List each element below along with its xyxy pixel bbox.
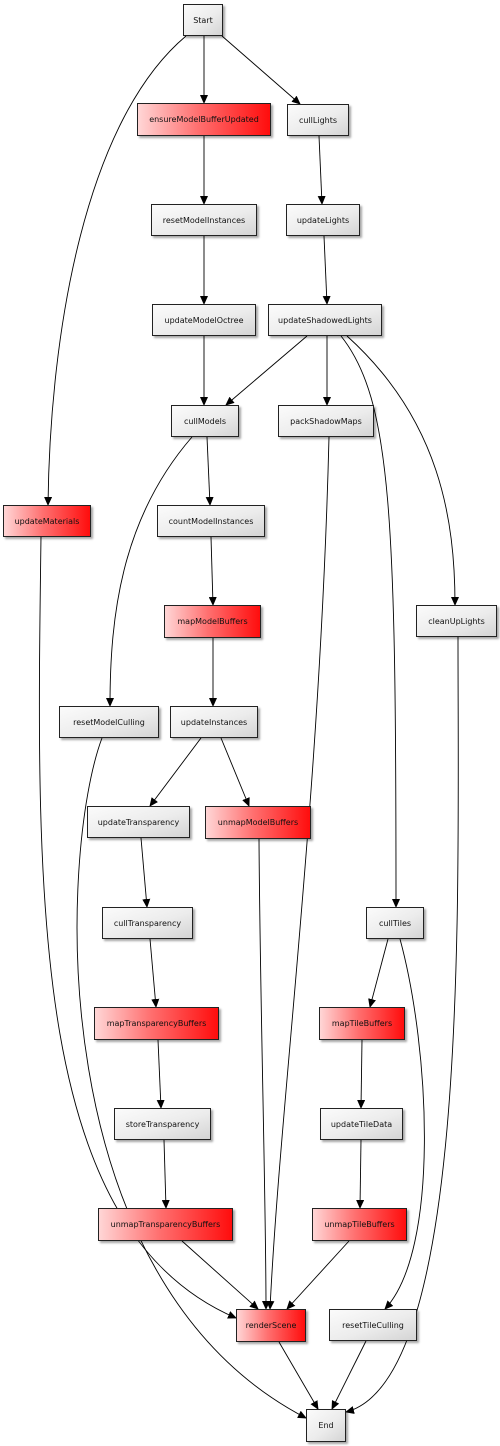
node-unmap-transparency-buffers[interactable]: unmapTransparencyBuffers	[98, 1208, 233, 1241]
node-update-materials[interactable]: updateMaterials	[3, 505, 91, 537]
edge-resetTileCulling-to-end	[331, 1340, 367, 1410]
node-reset-model-culling[interactable]: resetModelCulling	[59, 706, 159, 738]
node-update-instances[interactable]: updateInstances	[170, 706, 258, 738]
node-pack-shadow-maps[interactable]: packShadowMaps	[278, 405, 374, 437]
node-start[interactable]: Start	[183, 4, 223, 36]
node-count-model-instances[interactable]: countModelInstances	[157, 505, 265, 537]
edge-renderScene-to-end	[278, 1341, 319, 1410]
edge-cullModels-to-resetModelCulling	[106, 436, 193, 707]
node-update-model-octree[interactable]: updateModelOctree	[152, 304, 256, 336]
edge-updateShadowedLights-to-cullTiles	[340, 335, 400, 908]
node-map-model-buffers[interactable]: mapModelBuffers	[164, 605, 261, 638]
node-cull-transparency[interactable]: cullTransparency	[102, 907, 193, 939]
edge-start-to-cullLights	[221, 35, 301, 105]
node-end[interactable]: End	[306, 1409, 346, 1442]
edge-updateShadowedLights-to-cleanUpLights	[346, 335, 459, 606]
node-render-scene[interactable]: renderScene	[236, 1309, 306, 1342]
edge-cullLights-to-updateLights	[317, 135, 326, 205]
edge-updateInstances-to-unmapModelBuffers	[220, 737, 250, 807]
edge-updateTransparency-to-cullTransparency	[140, 837, 151, 908]
node-cull-tiles[interactable]: cullTiles	[366, 907, 424, 939]
edge-cullTiles-to-mapTileBuffers	[368, 938, 389, 1008]
node-store-transparency[interactable]: storeTransparency	[114, 1108, 211, 1140]
node-update-transparency[interactable]: updateTransparency	[87, 806, 190, 838]
node-clean-up-lights[interactable]: cleanUpLights	[416, 605, 497, 637]
edge-cleanUpLights-to-end	[345, 636, 459, 1414]
edge-updateMaterials-to-renderScene	[38, 536, 237, 1319]
edge-updateLights-to-updateShadowedLights	[322, 235, 331, 305]
node-cull-models[interactable]: cullModels	[171, 405, 239, 437]
node-ensure-model-buffer-updated[interactable]: ensureModelBufferUpdated	[137, 103, 271, 136]
edge-unmapModelBuffers-to-renderScene	[258, 838, 270, 1310]
edge-storeTransparency-to-unmapTransparencyBuffers	[161, 1139, 170, 1209]
node-update-shadowed-lights[interactable]: updateShadowedLights	[268, 304, 382, 336]
node-update-tile-data[interactable]: updateTileData	[320, 1108, 403, 1140]
edge-resetModelCulling-to-end	[76, 737, 307, 1419]
edge-mapTransparencyBuffers-to-storeTransparency	[156, 1039, 165, 1109]
edge-updateShadowedLights-to-cullModels	[225, 335, 308, 406]
edge-mapTileBuffers-to-updateTileData	[357, 1039, 366, 1109]
edge-updateTileData-to-unmapTileBuffers	[356, 1139, 365, 1209]
node-map-tile-buffers[interactable]: mapTileBuffers	[319, 1007, 405, 1040]
node-unmap-model-buffers[interactable]: unmapModelBuffers	[205, 806, 311, 839]
edge-start-to-updateMaterials	[44, 35, 187, 506]
node-reset-model-instances[interactable]: resetModelInstances	[151, 204, 257, 236]
node-update-lights[interactable]: updateLights	[286, 204, 360, 236]
node-reset-tile-culling[interactable]: resetTileCulling	[329, 1309, 417, 1341]
node-map-transparency-buffers[interactable]: mapTransparencyBuffers	[94, 1007, 219, 1040]
edge-packShadowMaps-to-renderScene	[266, 436, 330, 1310]
node-cull-lights[interactable]: cullLights	[287, 104, 349, 136]
edge-cullTransparency-to-mapTransparencyBuffers	[149, 938, 160, 1008]
node-unmap-tile-buffers[interactable]: unmapTileBuffers	[312, 1208, 407, 1241]
edge-unmapTransparencyBuffers-to-renderScene	[181, 1240, 259, 1310]
edge-unmapTileBuffers-to-renderScene	[286, 1240, 350, 1310]
edge-updateInstances-to-updateTransparency	[149, 737, 202, 807]
edge-cullTiles-to-resetTileCulling	[384, 938, 425, 1310]
edge-countModelInstances-to-mapModelBuffers	[208, 536, 217, 606]
edge-cullModels-to-countModelInstances	[205, 436, 214, 506]
